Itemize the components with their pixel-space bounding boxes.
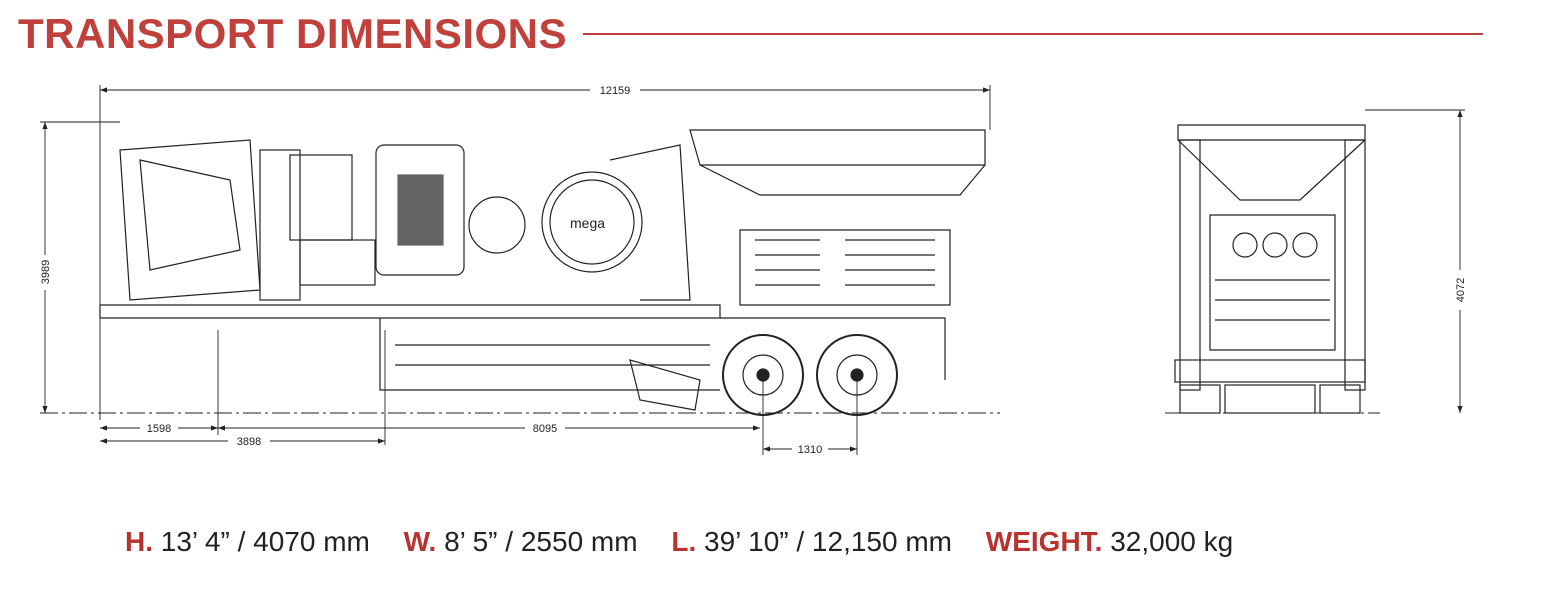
logo-text: mega: [570, 215, 605, 231]
rear-view-machine: [1165, 124, 1380, 414]
dim-wheelbase-span: 8095: [533, 423, 557, 435]
dim-front-to-axle: 3898: [237, 436, 261, 448]
spec-height: H. 13’ 4” / 4070 mm: [125, 526, 370, 557]
dim-height-rear: 4072: [1455, 278, 1467, 302]
dim-height-side: 3989: [40, 260, 52, 284]
dim-front-offset: 1598: [147, 423, 171, 435]
dim-axle-spacing: 1310: [798, 444, 822, 456]
title-rule: [583, 33, 1483, 35]
dimension-lines: [40, 85, 1465, 455]
spec-summary: H. 13’ 4” / 4070 mm W. 8’ 5” / 2550 mm L…: [125, 526, 1233, 558]
spec-weight: WEIGHT. 32,000 kg: [985, 526, 1234, 557]
dim-overall-length: 12159: [600, 85, 631, 97]
spec-length: L. 39’ 10” / 12,150 mm: [671, 526, 952, 557]
side-view-machine: mega: [40, 129, 1000, 416]
page-title: TRANSPORT DIMENSIONS: [18, 10, 568, 57]
spec-width: W. 8’ 5” / 2550 mm: [403, 526, 638, 557]
